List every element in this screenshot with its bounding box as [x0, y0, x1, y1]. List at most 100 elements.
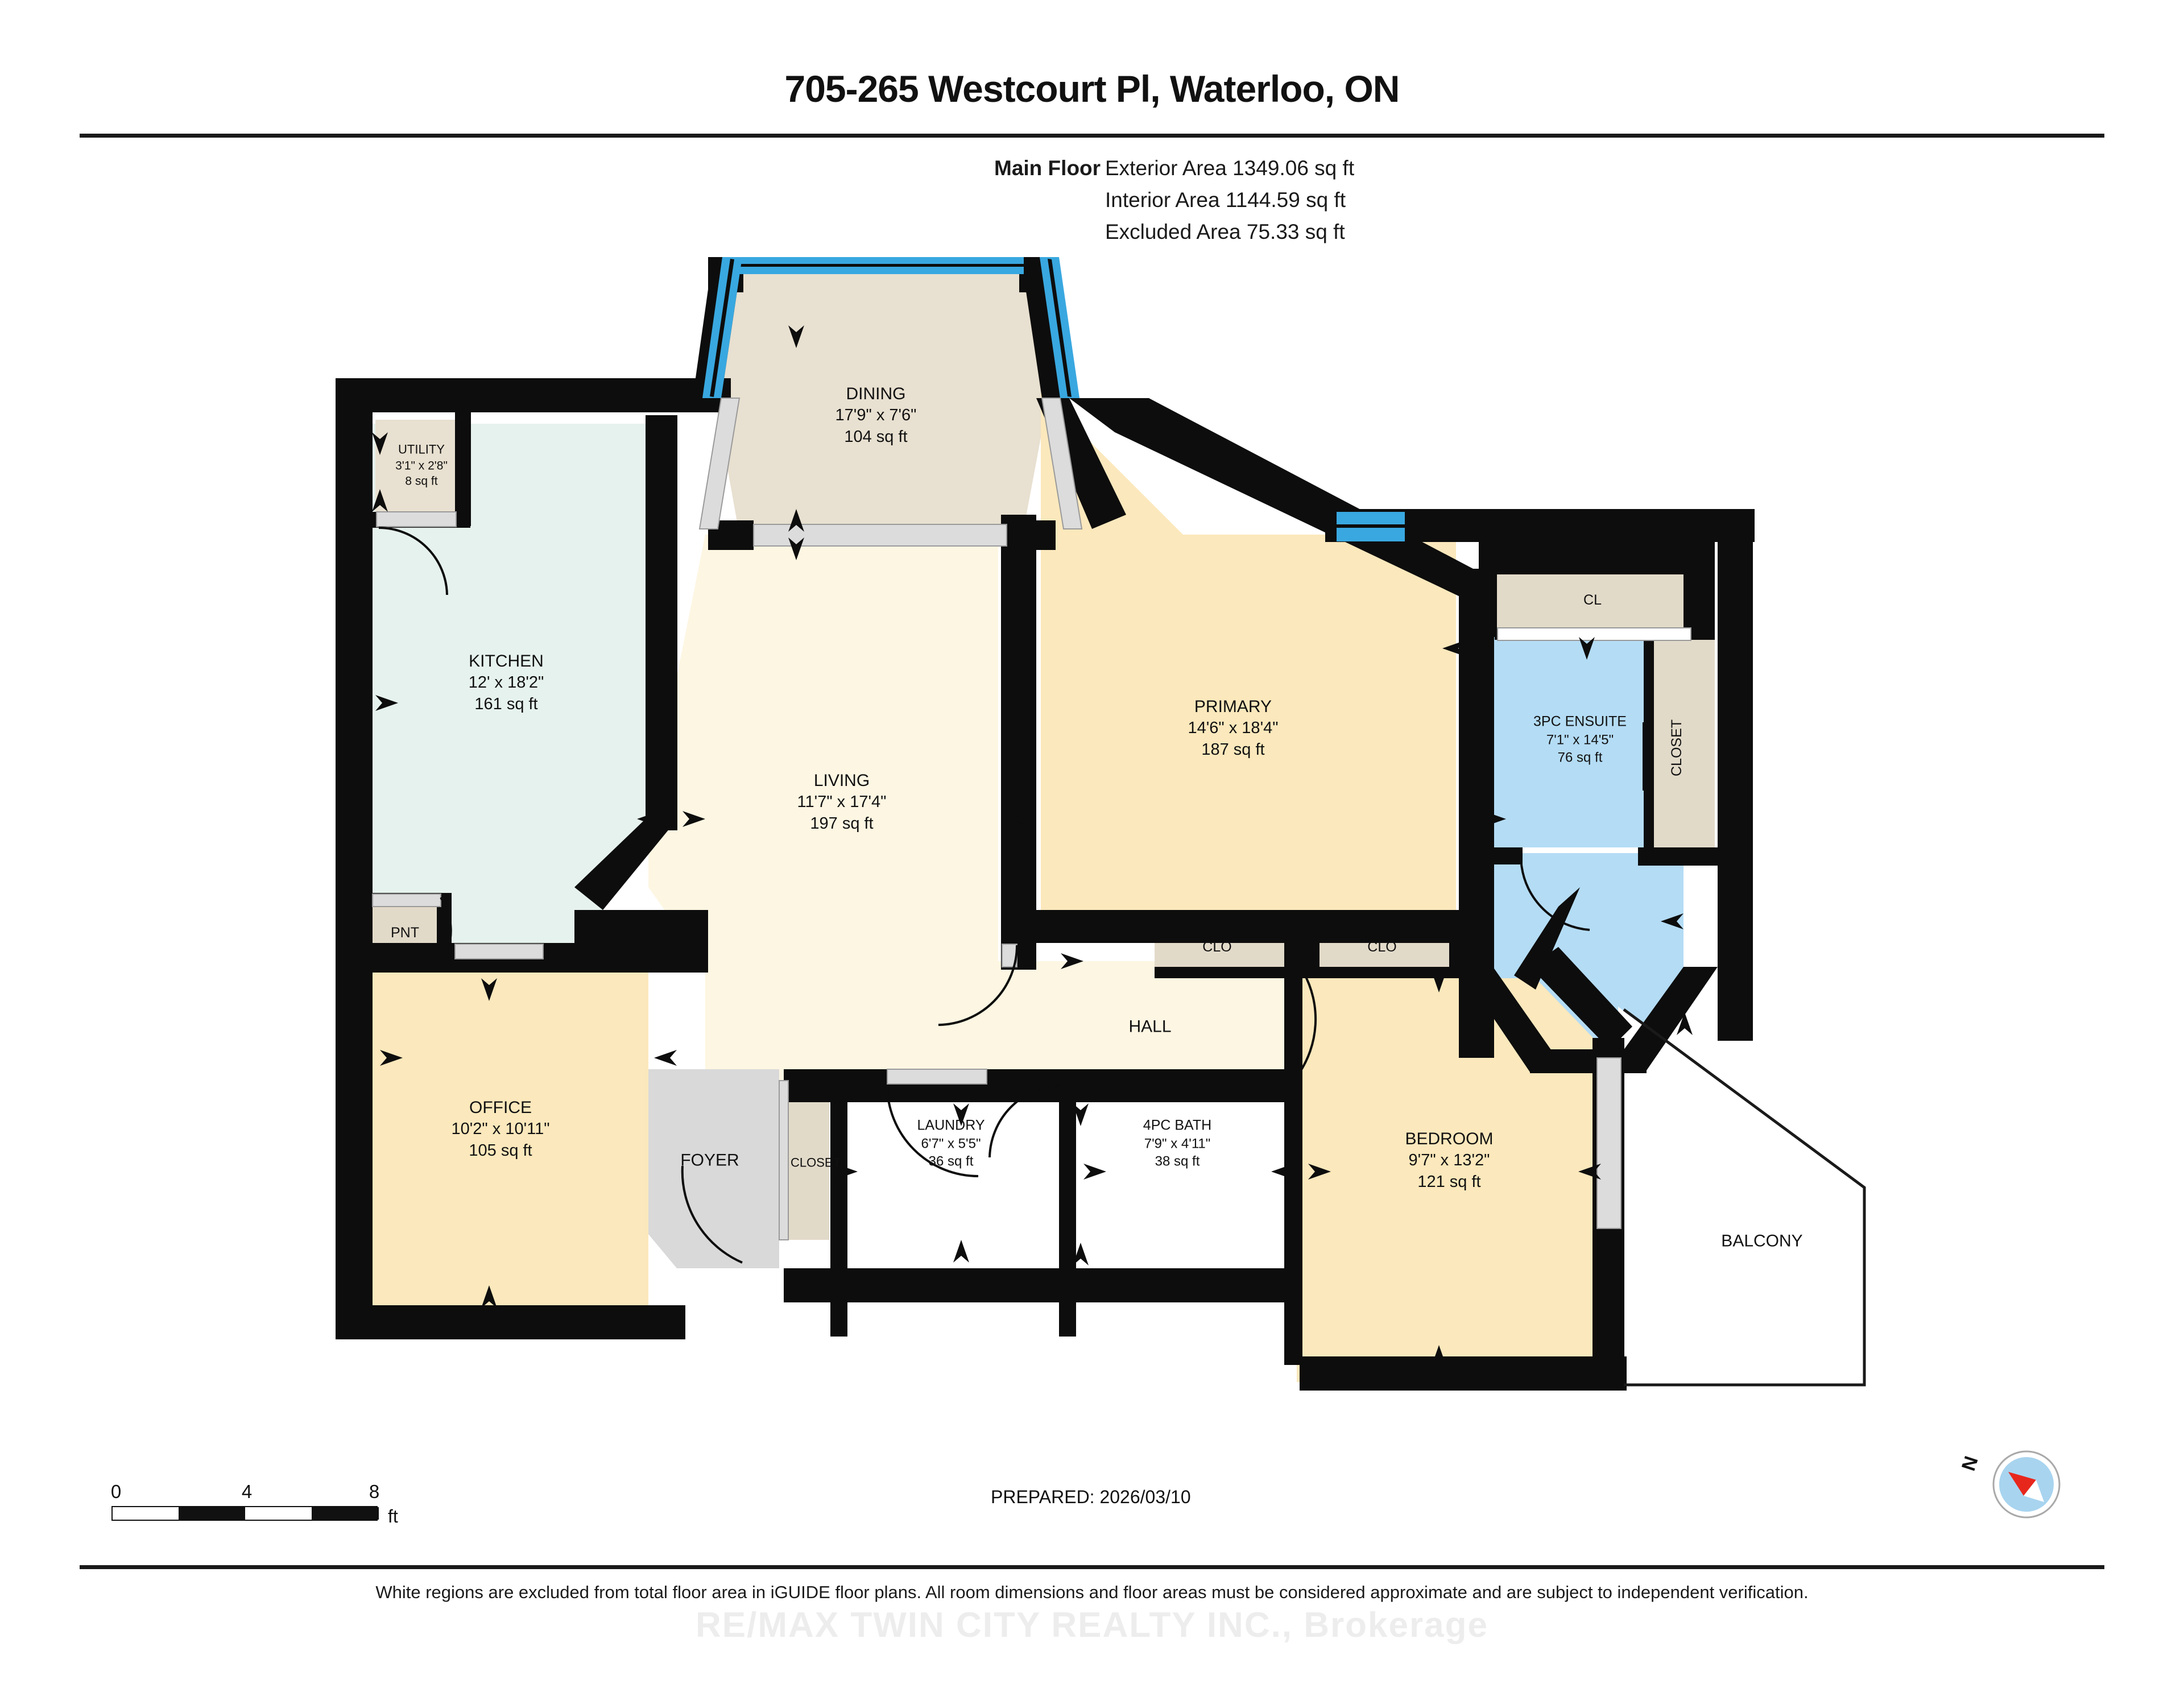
door-dining-left-angle: [698, 398, 741, 529]
room-dims: 3'1" x 2'8": [395, 459, 448, 472]
page-title: 705-265 Westcourt Pl, Waterloo, ON: [784, 68, 1400, 110]
room-label-4pc-bath: 4PC BATH 7'9" x 4'11" 38 sq ft: [1143, 1116, 1211, 1170]
closet-name: CLO: [1202, 938, 1232, 955]
balcony-name: BALCONY: [1721, 1231, 1803, 1251]
room-dims: 7'9" x 4'11": [1144, 1136, 1211, 1152]
door-dining-right-angle: [1041, 398, 1083, 529]
wall-bedroom-angle: [1530, 947, 1632, 1049]
wall-utility-right: [455, 398, 471, 526]
label-clo-left: CLO: [1202, 938, 1231, 957]
room-area: 76 sq ft: [1557, 750, 1603, 766]
wall-right-outer: [1718, 509, 1753, 1041]
closet-foyer-fill: [784, 1081, 829, 1240]
scale-swatch-2: [312, 1507, 379, 1520]
utility-fill: [375, 420, 458, 521]
wall-ensuite-pent-bot: [1530, 1049, 1647, 1073]
office-fill: [373, 967, 648, 1308]
balcony-fill: [1618, 1007, 1863, 1382]
door-group: [372, 398, 1691, 1240]
scale-swatch-1: [179, 1507, 245, 1520]
dimension-arrow-group: [372, 325, 1693, 1368]
wall-clo-front-r: [1320, 967, 1449, 978]
compass-rose: N: [1958, 1443, 2075, 1552]
room-dims: 9'7" x 13'2": [1408, 1151, 1490, 1169]
window-bay-top-line: [739, 264, 1024, 267]
room-area: 105 sq ft: [469, 1141, 532, 1160]
living-lower-fill: [705, 961, 998, 1083]
room-label-kitchen: KITCHEN 12' x 18'2" 161 sq ft: [469, 650, 544, 715]
wall-bedroom-left: [1284, 967, 1302, 1365]
scale-swatches: [111, 1506, 379, 1521]
room-name: OFFICE: [469, 1098, 532, 1117]
closet-name: CLOSET: [790, 1155, 841, 1170]
wall-shower-diag: [1514, 887, 1580, 990]
wall-living-primary: [1001, 515, 1036, 970]
compass-needle-white: [2024, 1480, 2044, 1502]
label-hall: HALL: [1128, 1016, 1171, 1038]
closet-name: CLOSET: [1668, 719, 1685, 777]
label-pnt: PNT: [391, 924, 419, 942]
wall-kitchen-angle: [574, 819, 677, 910]
room-name: 3PC ENSUITE: [1533, 713, 1627, 730]
wall-ensuite-bottom: [1459, 847, 1523, 864]
wall-ensuite-pent-l: [1459, 967, 1553, 1072]
wall-kitchen-living: [646, 415, 677, 830]
closet-name: CLO: [1367, 938, 1397, 955]
room-dims: 17'9" x 7'6": [835, 406, 917, 424]
scale-tick-4: 4: [241, 1481, 253, 1502]
window-group: [702, 257, 1405, 541]
room-name: PRIMARY: [1194, 697, 1272, 716]
footer-divider: [80, 1565, 2104, 1569]
compass-needle-red: [2008, 1472, 2036, 1496]
room-area: 161 sq ft: [474, 694, 538, 713]
wall-bottom-left: [336, 1305, 685, 1339]
cl-primary-fill: [1496, 572, 1692, 633]
scale-bar: 0 4 8 ft: [110, 1481, 398, 1526]
swing-foyer-entry: [681, 1165, 743, 1264]
balcony-outline: [1623, 1008, 1866, 1387]
wall-clo-front-l: [1155, 967, 1284, 978]
bedroom-fill: [1297, 978, 1610, 1382]
label-cl-primary: CL: [1583, 591, 1602, 610]
swing-ensuite: [1520, 864, 1590, 931]
exterior-area: Exterior Area 1349.06 sq ft: [1105, 156, 1355, 180]
room-name: BEDROOM: [1405, 1129, 1494, 1148]
scale-unit: ft: [388, 1506, 398, 1526]
swing-pnt: [440, 896, 452, 962]
wall-primary-angle: [1069, 398, 1473, 603]
wall-hall-top-left: [1001, 910, 1160, 943]
wall-cl-top: [1479, 541, 1715, 574]
room-name: DINING: [846, 384, 906, 403]
room-dims: 7'1" x 14'5": [1546, 732, 1614, 748]
door-bedroom-balcony: [1596, 1057, 1622, 1229]
room-area: 104 sq ft: [844, 427, 908, 446]
door-swing-group: [378, 527, 1590, 1264]
room-name: KITCHEN: [469, 651, 544, 671]
swing-utility: [378, 527, 448, 595]
prepared-date: PREPARED: 2026/03/10: [991, 1487, 1191, 1507]
room-area: 197 sq ft: [810, 814, 874, 833]
swing-bedroom: [1297, 972, 1317, 1076]
label-closet-ensuite: CLOSET: [1668, 719, 1686, 776]
door-closet-foyer: [779, 1080, 789, 1240]
disclaimer-text: White regions are excluded from total fl…: [375, 1582, 1809, 1602]
scale-tick-0: 0: [110, 1481, 122, 1502]
room-name: LIVING: [813, 771, 870, 790]
wall-right-top: [1456, 509, 1755, 542]
hall-name: HALL: [1128, 1017, 1172, 1036]
room-area: 121 sq ft: [1417, 1172, 1481, 1191]
room-area: 187 sq ft: [1201, 740, 1265, 759]
wall-ensuite-pent-r: [1622, 967, 1718, 1072]
swing-laundry: [988, 1084, 1061, 1158]
scale-tick-8: 8: [369, 1481, 380, 1502]
swing-bath: [886, 1085, 979, 1177]
door-pnt: [372, 893, 441, 907]
room-area: 36 sq ft: [928, 1153, 974, 1169]
primary-fill: [1041, 392, 1456, 919]
door-utility: [376, 511, 457, 527]
window-bay-left-line: [710, 259, 734, 397]
room-label-laundry: LAUNDRY 6'7" x 5'5" 36 sq ft: [917, 1116, 985, 1170]
